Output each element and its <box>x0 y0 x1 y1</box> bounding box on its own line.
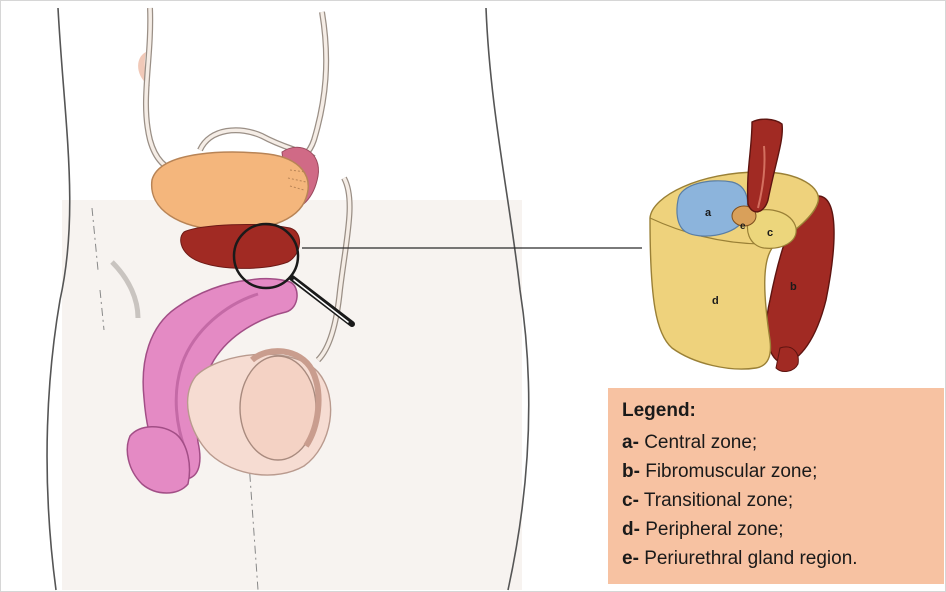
prostate <box>181 225 300 269</box>
legend-key: a- <box>622 432 639 453</box>
legend-text: Central zone; <box>644 432 757 453</box>
zone-label-b: b <box>790 281 797 293</box>
ureter-right <box>290 12 326 162</box>
legend-text: Fibromuscular zone; <box>645 461 817 482</box>
legend-key: b- <box>622 461 640 482</box>
legend-text: Transitional zone; <box>644 490 793 511</box>
legend-text: Peripheral zone; <box>645 519 783 540</box>
legend-item-a: a- Central zone; <box>622 428 944 457</box>
legend-key: d- <box>622 519 640 540</box>
zone-label-d: d <box>712 295 719 307</box>
legend-key: e- <box>622 548 639 569</box>
legend-key: c- <box>622 490 639 511</box>
legend-item-e: e- Periurethral gland region. <box>622 544 944 573</box>
zone-label-c: c <box>767 227 773 239</box>
legend-box: Legend: a- Central zone; b- Fibromuscula… <box>608 388 944 584</box>
prostate-cross-section: a b c d e <box>650 119 834 371</box>
legend-title: Legend: <box>622 400 944 422</box>
legend-item-d: d- Peripheral zone; <box>622 515 944 544</box>
zone-label-a: a <box>705 207 712 219</box>
legend-item-b: b- Fibromuscular zone; <box>622 457 944 486</box>
bladder <box>152 152 309 230</box>
legend-text: Periurethral gland region. <box>644 548 857 569</box>
zone-label-e: e <box>740 221 746 232</box>
legend-item-c: c- Transitional zone; <box>622 486 944 515</box>
